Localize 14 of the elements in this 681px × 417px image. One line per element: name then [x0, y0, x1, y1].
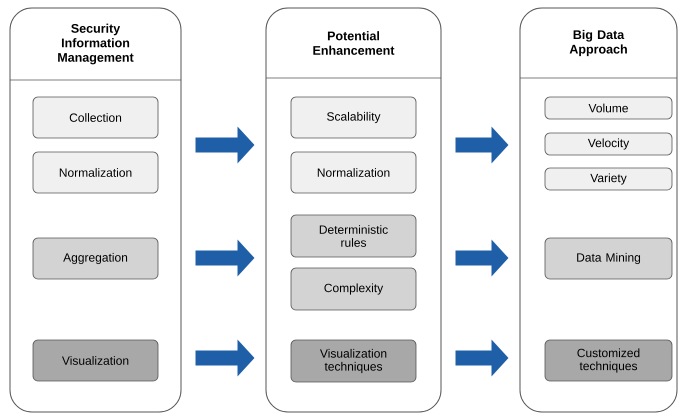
- process-box: Variety: [544, 168, 672, 190]
- process-box: Velocity: [544, 132, 672, 156]
- process-box: Normalization: [290, 152, 416, 194]
- process-box: Aggregation: [32, 238, 158, 280]
- process-box: Scalability: [290, 96, 416, 138]
- process-box: Normalization: [32, 152, 158, 194]
- process-box: Visualization techniques: [290, 340, 416, 382]
- process-box: Data Mining: [544, 238, 672, 280]
- process-box: Customized techniques: [544, 340, 672, 382]
- process-box: Collection: [32, 96, 158, 138]
- process-box: Deterministic rules: [290, 214, 416, 258]
- process-box: Visualization: [32, 340, 158, 382]
- process-box: Volume: [544, 96, 672, 120]
- process-box: Complexity: [290, 268, 416, 310]
